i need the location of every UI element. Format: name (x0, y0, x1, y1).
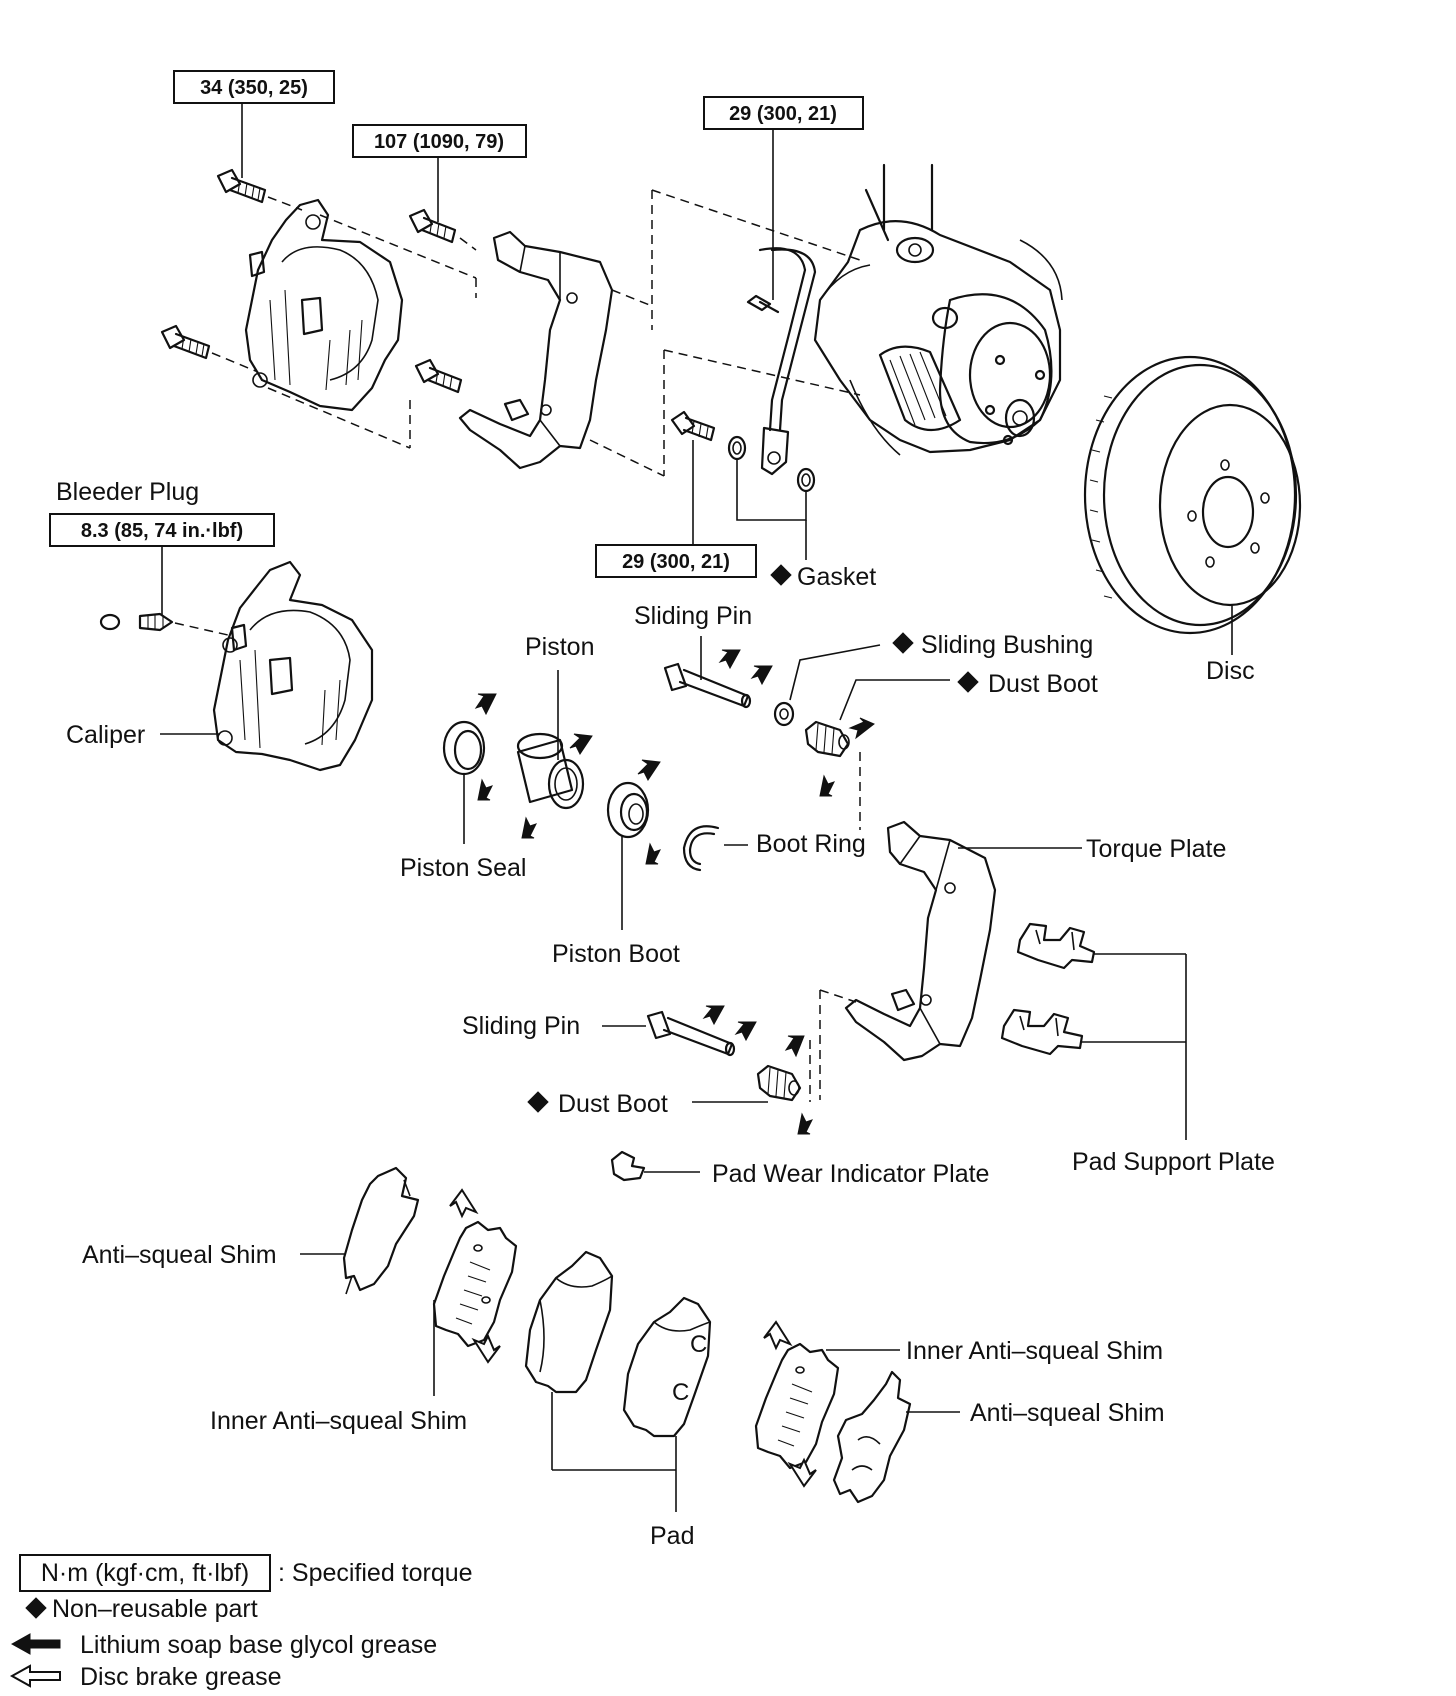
legend: N·m (kgf·cm, ft·lbf) : Specified torque … (9, 1554, 473, 1691)
grease-arrow-icon (645, 842, 661, 865)
grease-arrow-icon (637, 759, 661, 781)
grease-arrow-icon (474, 693, 497, 716)
caliper-top (244, 198, 404, 412)
brake-disc (1083, 355, 1302, 655)
label-pad-wear-indicator-plate: Pad Wear Indicator Plate (712, 1160, 989, 1188)
union-bolt (670, 410, 716, 442)
pad-right-c-mark: C (672, 1379, 689, 1406)
piston-seal (442, 720, 486, 844)
label-pad-support-plate: Pad Support Plate (1072, 1148, 1275, 1176)
torque-box-hose-bolt: 29 (300, 21) (703, 96, 864, 300)
label-sliding-bushing: Sliding Bushing (921, 631, 1093, 659)
gasket-rings (727, 435, 816, 560)
torque-plate-top (458, 230, 614, 470)
torque-box-union-bolt: 29 (300, 21) (595, 440, 757, 578)
caliper-bolt-upper (216, 168, 303, 211)
svg-text:8.3 (85, 74 in.·lbf): 8.3 (85, 74 in.·lbf) (81, 520, 243, 542)
torque-box-caliper-bolt: 34 (350, 25) (173, 70, 335, 178)
grease-arrow-icon (734, 1021, 757, 1042)
sliding-bushing-diamond-icon (892, 632, 914, 654)
legend-lithium-grease: Lithium soap base glycol grease (80, 1631, 437, 1659)
legend-torque-units: N·m (kgf·cm, ft·lbf) (41, 1559, 249, 1587)
label-anti-squeal-shim-right: Anti–squeal Shim (970, 1399, 1165, 1427)
grease-arrow-icon (702, 1005, 725, 1026)
label-inner-anti-squeal-shim-right: Inner Anti–squeal Shim (906, 1337, 1163, 1365)
hose-bracket-bolt (746, 294, 780, 314)
pad-right-c-mark: C (690, 1331, 707, 1358)
pad-support-plate-lower (1000, 1008, 1186, 1056)
sliding-pin-bottom (646, 1010, 736, 1057)
grease-arrow-icon (750, 665, 773, 686)
grease-arrow-icon (784, 1035, 805, 1058)
label-torque-plate: Torque Plate (1086, 835, 1226, 863)
sliding-pin-top (663, 662, 752, 709)
disc-grease-arrow-icon (471, 1333, 501, 1364)
grease-arrow-icon (477, 778, 493, 801)
disc-grease-arrow-icon (449, 1188, 479, 1219)
label-dust-boot-bottom: Dust Boot (558, 1090, 668, 1118)
dust-boot-top (804, 679, 950, 758)
label-sliding-pin-bottom: Sliding Pin (462, 1012, 580, 1040)
label-anti-squeal-shim-left: Anti–squeal Shim (82, 1241, 277, 1269)
dust-boot-bottom-diamond-icon (527, 1091, 549, 1113)
grease-arrow-icon (819, 774, 835, 797)
torque-plate-bolt-lower (414, 358, 463, 394)
grease-arrow-icon (521, 816, 537, 839)
pad-left (524, 1250, 614, 1470)
label-boot-ring: Boot Ring (756, 830, 866, 858)
grease-arrow-icon (569, 733, 593, 755)
piston (516, 732, 585, 810)
legend-disc-grease: Disc brake grease (80, 1663, 281, 1691)
sliding-bushing (773, 644, 881, 727)
label-piston-seal: Piston Seal (400, 854, 526, 882)
disc-grease-arrow-icon (787, 1457, 817, 1488)
dust-boot-bottom (692, 1064, 802, 1103)
grease-arrow-icon (848, 717, 875, 740)
inner-anti-squeal-shim-left (432, 1220, 518, 1396)
label-piston-boot: Piston Boot (552, 940, 680, 968)
label-pad: Pad (650, 1522, 694, 1550)
legend-torque-text: : Specified torque (278, 1559, 473, 1587)
svg-text:107 (1090, 79): 107 (1090, 79) (374, 131, 504, 153)
disc-grease-arrow-icon (763, 1320, 793, 1351)
label-disc: Disc (1206, 657, 1255, 685)
pad-wear-indicator-plate (610, 1150, 700, 1182)
lithium-grease-arrow-icon (10, 1633, 61, 1655)
inner-anti-squeal-shim-right (754, 1342, 900, 1470)
label-bleeder-plug: Bleeder Plug (56, 478, 199, 506)
caliper-middle (212, 560, 374, 772)
label-piston: Piston (525, 633, 594, 661)
torque-box-torque-plate-bolt: 107 (1090, 79) (352, 124, 527, 222)
svg-text:34 (350, 25): 34 (350, 25) (200, 77, 308, 99)
dust-boot-top-diamond-icon (957, 671, 979, 693)
legend-torque-box (19, 1554, 271, 1592)
boot-ring (682, 825, 748, 872)
legend-non-reusable: Non–reusable part (52, 1595, 258, 1623)
label-gasket: Gasket (797, 563, 876, 591)
torque-box-bleeder: 8.3 (85, 74 in.·lbf) (49, 513, 275, 615)
bleeder-cap-and-plug (99, 612, 229, 636)
grease-arrow-icon (718, 649, 741, 670)
anti-squeal-shim-left (300, 1166, 420, 1295)
brake-hose (758, 247, 817, 476)
svg-text:29 (300, 21): 29 (300, 21) (729, 103, 837, 125)
gasket-diamond-icon (770, 564, 792, 586)
anti-squeal-shim-right (832, 1370, 960, 1504)
label-inner-anti-squeal-shim-left: Inner Anti–squeal Shim (210, 1407, 467, 1435)
grease-arrow-icon (797, 1112, 813, 1135)
pad-right: C C (622, 1296, 712, 1512)
non-reusable-diamond-icon (25, 1597, 47, 1619)
piston-boot (606, 781, 650, 930)
label-caliper: Caliper (66, 721, 145, 749)
torque-plate-middle (844, 820, 1082, 1062)
label-dust-boot-top: Dust Boot (988, 670, 1098, 698)
torque-plate-bolt-upper (408, 208, 457, 244)
steering-knuckle (813, 163, 1063, 456)
svg-text:29 (300, 21): 29 (300, 21) (622, 551, 730, 573)
pad-support-plate-upper (1016, 922, 1186, 970)
caliper-bolt-lower (160, 324, 259, 373)
disc-grease-legend-arrow-icon (9, 1664, 61, 1688)
label-sliding-pin-top: Sliding Pin (634, 602, 752, 630)
